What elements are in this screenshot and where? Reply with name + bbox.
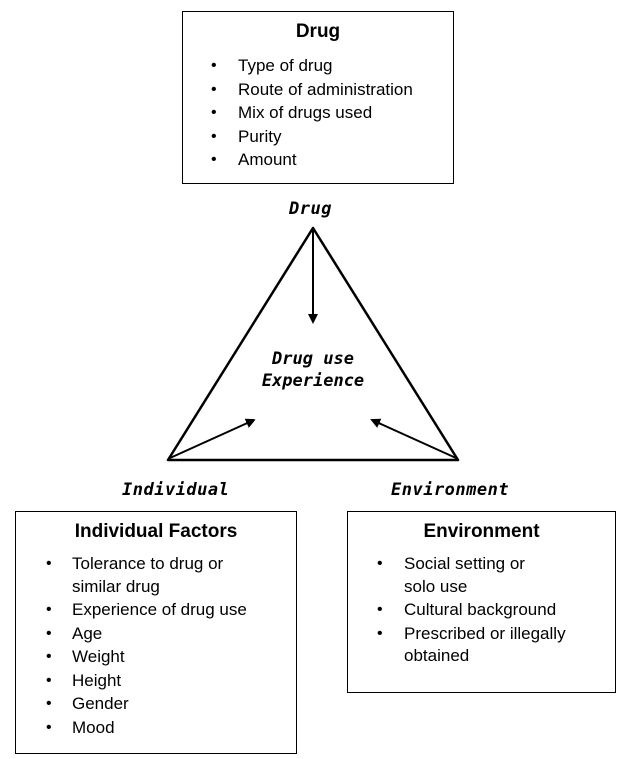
- drug-factors-list: Type of drug Route of administration Mix…: [183, 55, 453, 172]
- environment-box-title: Environment: [423, 521, 540, 542]
- arrow-individual-to-center: [169, 418, 256, 459]
- list-item: Type of drug: [183, 55, 453, 78]
- triangle-vertex-label-drug: Drug: [289, 199, 332, 219]
- drug-box-title: Drug: [295, 21, 341, 42]
- list-item: Mood: [16, 717, 296, 740]
- triangle-vertex-label-environment: Environment: [391, 480, 510, 500]
- environment-factors-box: Environment Social setting or solo use C…: [347, 511, 616, 693]
- list-item: Height: [16, 670, 296, 693]
- list-item: Prescribed or illegally obtained: [348, 623, 594, 668]
- individual-factors-list: Tolerance to drug or similar drug Experi…: [16, 553, 296, 739]
- triangle-center-label: Drug use Experience: [243, 348, 383, 392]
- triangle-outline: [166, 226, 460, 462]
- triangle-vertex-label-individual: Individual: [122, 480, 230, 500]
- individual-box-title: Individual Factors: [74, 521, 238, 542]
- environment-factors-list: Social setting or solo use Cultural back…: [348, 553, 615, 668]
- list-item: Cultural background: [348, 599, 615, 622]
- list-item: Experience of drug use: [16, 599, 296, 622]
- arrow-environment-to-center: [370, 418, 457, 459]
- list-item: Route of administration: [183, 79, 453, 102]
- list-item: Weight: [16, 646, 296, 669]
- center-label-line2: Experience: [261, 371, 365, 391]
- list-item: Age: [16, 623, 296, 646]
- list-item: Gender: [16, 693, 296, 716]
- list-item: Tolerance to drug or similar drug: [16, 553, 252, 598]
- list-item: Amount: [183, 149, 453, 172]
- center-label-line1: Drug use: [272, 349, 354, 369]
- list-item: Social setting or solo use: [348, 553, 544, 598]
- drug-factors-box: Drug Type of drug Route of administratio…: [182, 11, 454, 184]
- list-item: Mix of drugs used: [183, 102, 453, 125]
- individual-factors-box: Individual Factors Tolerance to drug or …: [15, 511, 297, 754]
- list-item: Purity: [183, 126, 453, 149]
